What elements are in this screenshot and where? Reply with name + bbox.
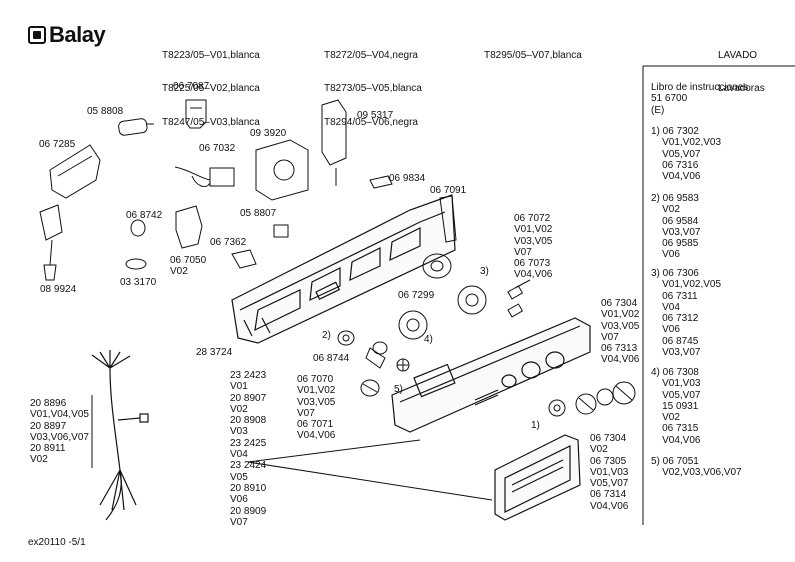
label-069834: 06 9834 bbox=[389, 173, 426, 184]
label-067304-top: 06 7304 V01,V02 V03,V05 V07 06 7313 V04,… bbox=[601, 298, 640, 366]
note-4: 4) 06 7308 V01,V03 V05,V07 15 0931 V02 0… bbox=[651, 367, 701, 446]
label-089924: 08 9924 bbox=[40, 284, 77, 295]
callout-1: 1) bbox=[531, 420, 540, 431]
note-1: 1) 06 7302 V01,V02,V03 V05,V07 06 7316 V… bbox=[651, 126, 722, 183]
knob-067070 bbox=[360, 379, 380, 397]
clamp-033170 bbox=[125, 258, 147, 270]
callout-5: 5) bbox=[394, 384, 403, 395]
label-067091: 06 7091 bbox=[430, 185, 467, 196]
drawer-front bbox=[494, 434, 581, 521]
part-069834 bbox=[369, 175, 393, 189]
model-line: T8225/05–V02,blanca bbox=[162, 83, 260, 95]
label-067087: 06 7087 bbox=[173, 81, 210, 92]
label-283724: 28 3724 bbox=[196, 347, 233, 358]
switch-095317 bbox=[321, 99, 347, 186]
leader-line bbox=[247, 461, 493, 501]
diagram-code: ex20110 -5/1 bbox=[28, 537, 86, 548]
label-058807: 05 8807 bbox=[240, 208, 277, 219]
bracket-067091 bbox=[439, 195, 457, 243]
gear-callout-5 bbox=[396, 358, 410, 372]
leader-line bbox=[247, 439, 421, 463]
model-line: T8273/05–V05,blanca bbox=[324, 83, 422, 95]
knob-067304-a bbox=[575, 393, 597, 415]
part-058807 bbox=[273, 224, 289, 238]
control-panel-frame bbox=[231, 194, 456, 344]
capacitor-058808 bbox=[118, 118, 154, 136]
label-208896: 20 8896 V01,V04,V05 20 8897 V03,V06,V07 … bbox=[30, 398, 89, 466]
model-line: T8294/05–V06,negra bbox=[324, 117, 418, 129]
note-5: 5) 06 7051 V02,V03,V06,V07 bbox=[651, 456, 742, 479]
label-033170: 03 3170 bbox=[120, 277, 157, 288]
model-line: T8247/05–V03,blanca bbox=[162, 117, 260, 129]
category-block: LAVADO Lavadoras bbox=[718, 27, 765, 106]
manual-reference: Libro de instrucciones 51 6700 (E) bbox=[651, 82, 749, 116]
connector-067050 bbox=[175, 205, 203, 249]
label-067299: 06 7299 bbox=[398, 290, 435, 301]
knob-067299 bbox=[422, 253, 452, 279]
model-line: T8295/05–V07,blanca bbox=[484, 49, 582, 61]
models-column-1: T8223/05–V01,blanca T8225/05–V02,blanca … bbox=[162, 27, 260, 140]
models-column-3: T8295/05–V07,blanca bbox=[484, 27, 582, 72]
knob-067304-b bbox=[612, 381, 636, 405]
callout-3: 3) bbox=[480, 266, 489, 277]
shaft-068744 bbox=[365, 341, 388, 369]
label-068742: 06 8742 bbox=[126, 210, 163, 221]
label-058808: 05 8808 bbox=[87, 106, 124, 117]
cap-068742 bbox=[130, 219, 146, 237]
model-line: T8223/05–V01,blanca bbox=[162, 49, 260, 61]
knob-callout-1 bbox=[548, 399, 566, 417]
label-232423: 23 2423 V01 20 8907 V02 20 8908 V03 23 2… bbox=[230, 370, 267, 528]
part-067362 bbox=[231, 249, 257, 269]
label-095317: 09 5317 bbox=[357, 110, 394, 121]
brand-name: Balay bbox=[49, 22, 106, 47]
ring-callout-4 bbox=[398, 310, 428, 340]
wire-067032 bbox=[174, 166, 235, 187]
plug-cable-089924 bbox=[39, 204, 63, 281]
category-title: LAVADO bbox=[718, 49, 758, 61]
buttons-067072 bbox=[507, 279, 531, 318]
note-3: 3) 06 7306 V01,V02,V05 06 7311 V04 06 73… bbox=[651, 268, 722, 359]
switch-067285 bbox=[49, 144, 101, 199]
knob-callout-2 bbox=[337, 330, 355, 346]
label-067050: 06 7050 V02 bbox=[170, 255, 207, 278]
category-subtitle: Lavadoras bbox=[718, 83, 765, 95]
models-column-2: T8272/05–V04,negra T8273/05–V05,blanca T… bbox=[324, 27, 422, 140]
label-067070: 06 7070 V01,V02 V03,V05 V07 06 7071 V04,… bbox=[297, 374, 336, 442]
label-067304-bottom: 06 7304 V02 06 7305 V01,V03 V05,V07 06 7… bbox=[590, 433, 629, 512]
front-fascia bbox=[391, 317, 591, 433]
label-067032: 06 7032 bbox=[199, 143, 236, 154]
balay-logo-mark bbox=[28, 26, 46, 44]
ring-callout-3 bbox=[457, 285, 487, 315]
callout-4: 4) bbox=[424, 334, 433, 345]
label-093920: 09 3920 bbox=[250, 128, 287, 139]
label-068744: 06 8744 bbox=[313, 353, 350, 364]
timer-093920 bbox=[255, 139, 309, 201]
wiring-harness bbox=[91, 350, 149, 521]
balay-logo: Balay bbox=[28, 22, 106, 47]
note-2: 2) 06 9583 V02 06 9584 V03,V07 06 9585 V… bbox=[651, 193, 701, 261]
knob-067304-c bbox=[596, 388, 614, 406]
clip-067087 bbox=[185, 99, 207, 129]
label-067072: 06 7072 V01,V02 V03,V05 V07 06 7073 V04,… bbox=[514, 213, 553, 281]
callout-2: 2) bbox=[322, 330, 331, 341]
model-line: T8272/05–V04,negra bbox=[324, 49, 418, 61]
label-067362: 06 7362 bbox=[210, 237, 247, 248]
label-067285: 06 7285 bbox=[39, 139, 76, 150]
